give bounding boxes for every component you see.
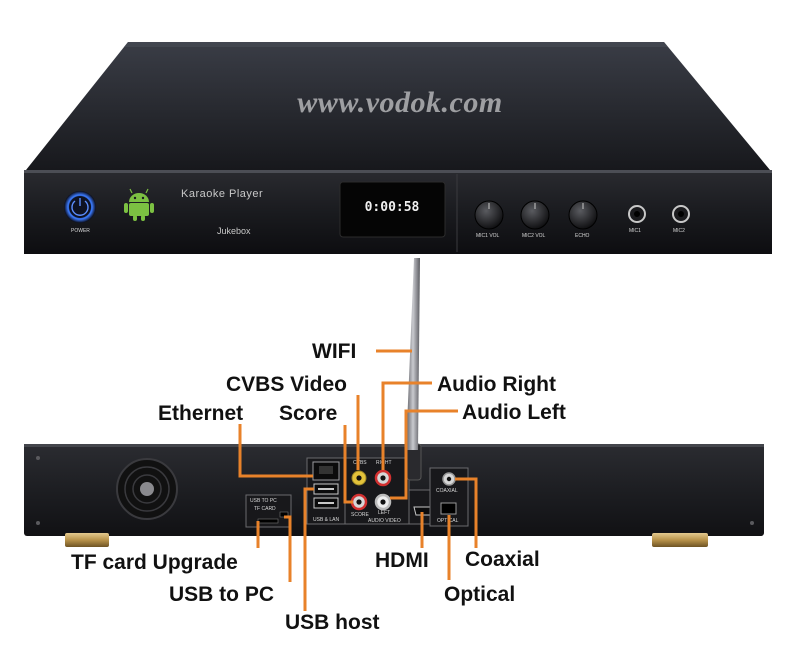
product-name: Karaoke Player [181,188,264,200]
callout-hdmi: HDMI [375,549,429,572]
callout-wifi: WIFI [312,340,357,363]
leader-audio-left [390,409,458,500]
rear-label-tf-card: TF CARD [254,506,276,512]
callout-audio-right: Audio Right [437,373,556,396]
leader-usb-pc [284,515,292,582]
front-unit-graphic [24,42,772,254]
knob-label-mic1: MIC1 VOL [476,233,500,239]
rear-label-left: LEFT [378,510,391,516]
callout-usb-host: USB host [285,611,380,634]
display-time: 0:00:58 [364,200,420,215]
leader-ethernet [238,424,313,478]
leader-usb-host [303,487,314,611]
foot-left [65,533,109,547]
rear-label-cvbs: CVBS [353,460,367,466]
leader-score [343,425,353,504]
watermark: www.vodok.com [297,86,503,119]
callout-usb-to-pc: USB to PC [169,583,274,606]
rear-label-usb-lan: USB & LAN [313,517,340,523]
callout-cvbs-video: CVBS Video [226,373,347,396]
product-subtitle: Jukebox [217,226,251,236]
rear-label-score: SCORE [351,512,369,518]
mic-jack-label-2: MIC2 [673,228,685,234]
rear-label-coaxial: COAXIAL [436,488,458,494]
callout-optical: Optical [444,583,516,606]
callout-audio-left: Audio Left [462,401,566,424]
leader-audio-right [381,381,432,470]
mic1-vol-knob [474,200,504,230]
callout-tf-card-upgrade: TF card Upgrade [71,551,238,574]
android-icon [124,188,154,221]
power-label: POWER [71,228,90,234]
rear-label-usb-to-pc: USB TO PC [250,498,277,504]
rear-label-audio-video: AUDIO VIDEO [368,518,401,524]
callout-score: Score [279,402,338,425]
leader-coaxial [455,477,478,548]
front-unit: www.vodok.com POWER Karaoke Player Jukeb… [0,0,800,270]
front-display-window [339,181,446,238]
callout-coaxial: Coaxial [465,548,540,571]
knob-label-echo: ECHO [575,233,590,239]
knob-label-mic2: MIC2 VOL [522,233,546,239]
optical-port [440,502,457,515]
mic2-vol-knob [520,200,550,230]
mic-jack-label-1: MIC1 [629,228,641,234]
echo-knob [568,200,598,230]
callout-ethernet: Ethernet [158,402,244,425]
foot-right [652,533,708,547]
wifi-antenna [406,258,420,450]
front-unit-lid [26,42,770,170]
